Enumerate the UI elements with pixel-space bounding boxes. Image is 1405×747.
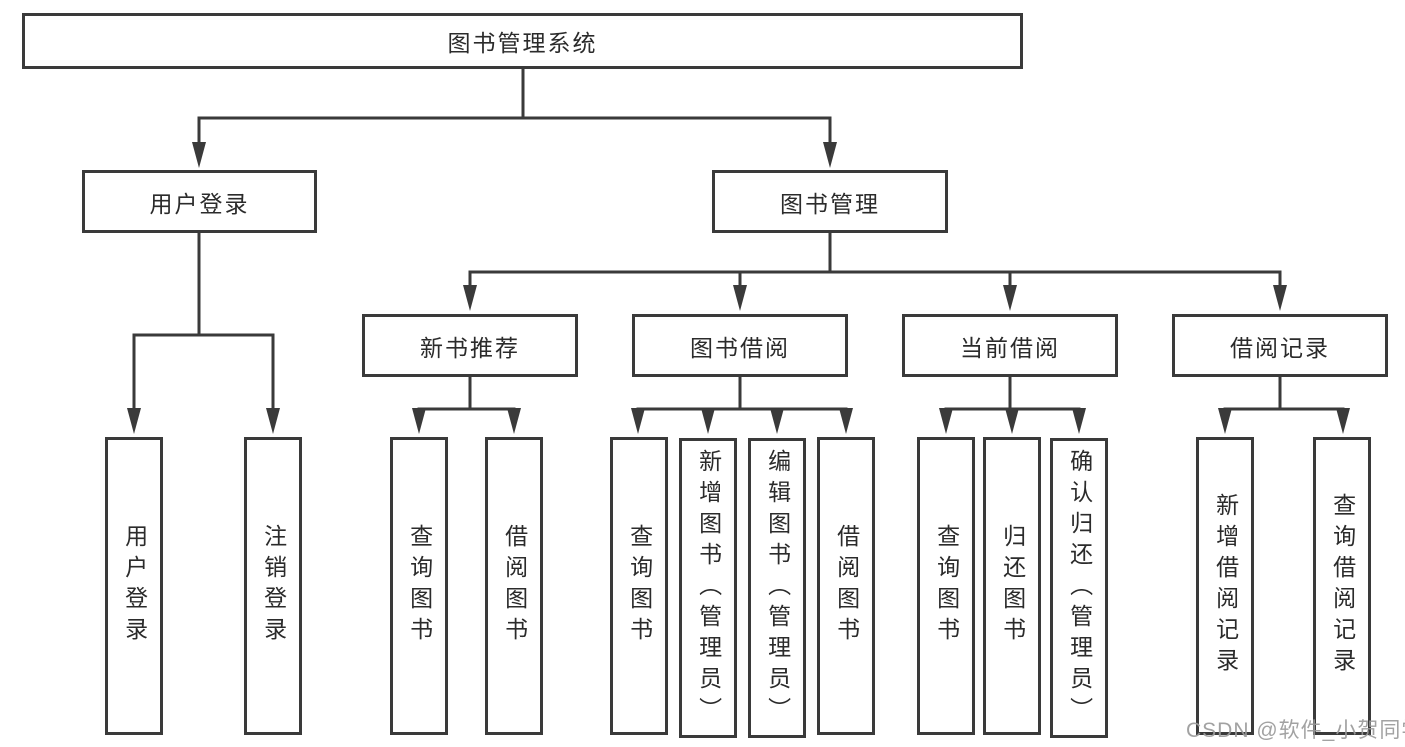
node-label: 新增借阅记录 <box>1212 493 1239 679</box>
arrowhead-icons <box>127 142 1350 434</box>
node-label: 查询图书 <box>406 524 433 648</box>
node-label: 查询借阅记录 <box>1329 493 1356 679</box>
node-query-borrow-record-leaf: 查询借阅记录 <box>1313 437 1371 735</box>
node-query-books-leaf: 查询图书 <box>917 437 975 735</box>
node-root-label: 图书管理系统 <box>447 30 598 56</box>
node-return-books-leaf: 归还图书 <box>983 437 1041 735</box>
node-label: 确认归还（管理员） <box>1066 448 1093 728</box>
node-borrowing-records: 借阅记录 <box>1172 314 1388 377</box>
node-borrow-books-leaf: 借阅图书 <box>485 437 543 735</box>
node-label: 编辑图书（管理员） <box>764 448 791 728</box>
node-add-borrow-record-leaf: 新增借阅记录 <box>1196 437 1254 735</box>
node-book-borrowing: 图书借阅 <box>632 314 848 377</box>
watermark: CSDN @软件_小贺同学 <box>1186 719 1405 742</box>
node-label: 借阅图书 <box>833 524 860 648</box>
node-logout-leaf: 注销登录 <box>244 437 302 735</box>
node-borrow-books-leaf: 借阅图书 <box>817 437 875 735</box>
node-label: 图书管理 <box>780 190 880 217</box>
node-user-login: 用户登录 <box>82 170 317 233</box>
node-label: 图书借阅 <box>690 334 790 361</box>
node-label: 借阅记录 <box>1230 334 1330 361</box>
node-add-books-admin-leaf: 新增图书（管理员） <box>679 438 737 738</box>
node-label: 用户登录 <box>121 524 148 648</box>
node-new-book-recommend: 新书推荐 <box>362 314 578 377</box>
node-label: 当前借阅 <box>960 334 1060 361</box>
node-label: 新书推荐 <box>420 334 520 361</box>
node-query-books-leaf: 查询图书 <box>610 437 668 735</box>
node-root: 图书管理系统 <box>22 13 1023 69</box>
node-label: 新增图书（管理员） <box>695 448 722 728</box>
node-label: 查询图书 <box>626 524 653 648</box>
node-edit-books-admin-leaf: 编辑图书（管理员） <box>748 438 806 738</box>
node-label: 查询图书 <box>933 524 960 648</box>
node-label: 归还图书 <box>999 524 1026 648</box>
node-label: 注销登录 <box>260 524 287 648</box>
node-login-leaf: 用户登录 <box>105 437 163 735</box>
node-confirm-return-admin-leaf: 确认归还（管理员） <box>1050 438 1108 738</box>
node-label: 用户登录 <box>149 190 250 217</box>
node-label: 借阅图书 <box>501 524 528 648</box>
node-book-management: 图书管理 <box>712 170 948 233</box>
node-query-books-leaf: 查询图书 <box>390 437 448 735</box>
node-current-borrowing: 当前借阅 <box>902 314 1118 377</box>
